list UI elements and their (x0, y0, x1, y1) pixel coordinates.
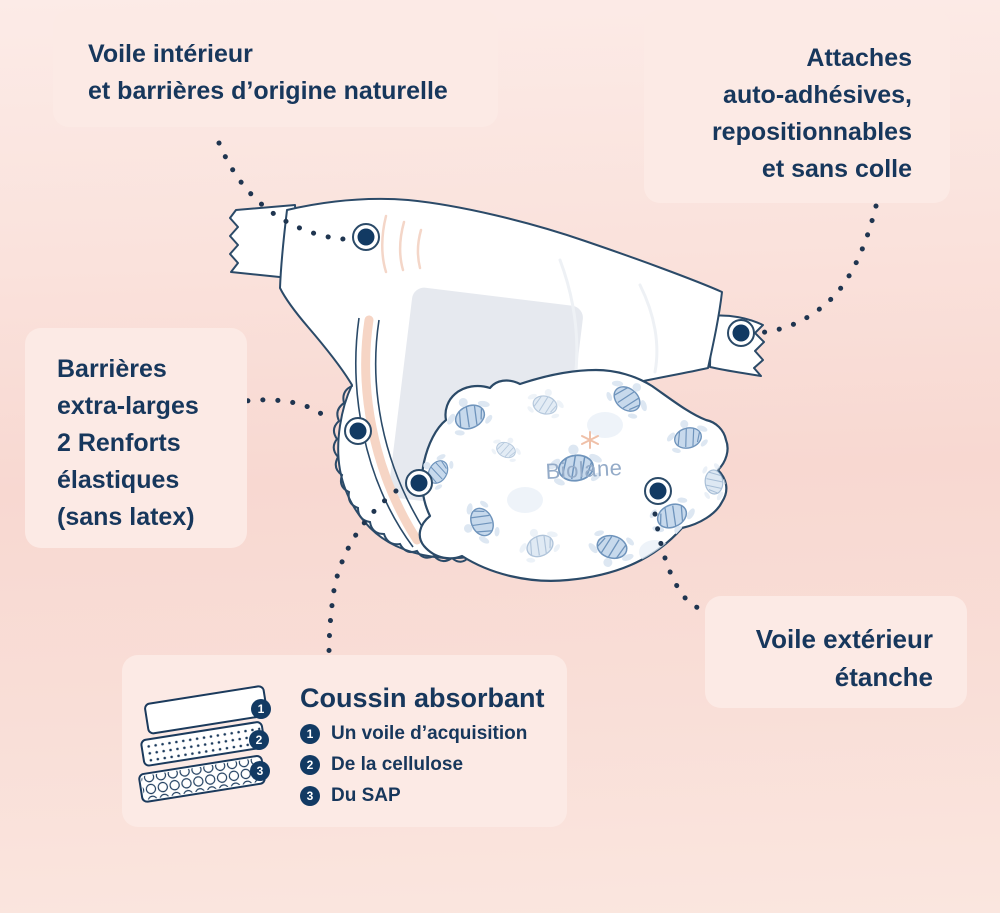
pad-layer-item: 3 Du SAP (300, 785, 560, 807)
leader-inner-veil (216, 140, 346, 242)
callout-text-line: Voile intérieur (88, 40, 253, 68)
marker-fasteners (727, 319, 755, 347)
absorbent-pad-details: Coussin absorbant 1 Un voile d’acquisiti… (300, 683, 560, 816)
pad-layers-illustration: 1 2 3 (138, 685, 271, 803)
callout-text-line: et sans colle (761, 155, 912, 183)
callout-text-line: et barrières d’origine naturelle (88, 77, 448, 105)
elastic-ruffle-edge (332, 385, 470, 563)
callout-text-line: extra-larges (57, 392, 199, 420)
brand-logo-text: Biolane (545, 455, 623, 484)
callout-text-line: 2 Renforts (57, 429, 181, 457)
pad-layer-item: 1 Un voile d’acquisition (300, 723, 560, 745)
layer-3-badge: 3 (257, 764, 264, 778)
pad-layer-item: 2 De la cellulose (300, 754, 560, 776)
layer-number-badges: 1 2 3 (249, 699, 271, 781)
callout-text-line: élastiques (57, 466, 180, 494)
item-3-label: Du SAP (331, 785, 401, 806)
callout-text-line: auto-adhésives, (723, 81, 912, 109)
callout-absorbent-pad: 1 2 3 Coussin absorbant 1 Un voile d’acq… (122, 655, 567, 827)
callout-inner-veil: Voile intérieur et barrières d’origine n… (53, 10, 498, 127)
item-2-badge: 2 (300, 755, 320, 775)
marker-outer-veil (644, 477, 672, 505)
item-1-label: Un voile d’acquisition (331, 723, 528, 744)
item-2-label: De la cellulose (331, 754, 464, 775)
leader-barriers (230, 397, 335, 424)
starfish-accent (581, 431, 599, 449)
callout-text-line: repositionnables (711, 118, 912, 146)
absorbent-pad-title: Coussin absorbant (300, 683, 545, 713)
marker-absorbent-pad (405, 469, 433, 497)
marker-barriers (344, 417, 372, 445)
callout-barriers: Barrières extra-larges 2 Renforts élasti… (25, 328, 247, 548)
marker-inner-veil (352, 223, 380, 251)
callout-outer-veil: Voile extérieur étanche (705, 596, 967, 708)
callout-markers (344, 223, 755, 505)
item-1-badge: 1 (300, 724, 320, 744)
item-3-badge: 3 (300, 786, 320, 806)
leader-fasteners (754, 203, 879, 336)
printed-outer-shell: Biolane (418, 368, 729, 582)
callout-text-line: Attaches (806, 44, 912, 72)
callout-text-line: (sans latex) (57, 503, 195, 531)
leader-absorbent-pad (326, 488, 399, 659)
layer-1-badge: 1 (258, 702, 265, 716)
layer-2-badge: 2 (256, 733, 263, 747)
callout-text-line: Barrières (57, 355, 167, 383)
callout-fasteners: Attaches auto-adhésives, repositionnable… (644, 10, 950, 203)
callout-text-line: Voile extérieur (755, 624, 933, 654)
callout-text-line: étanche (834, 662, 933, 692)
